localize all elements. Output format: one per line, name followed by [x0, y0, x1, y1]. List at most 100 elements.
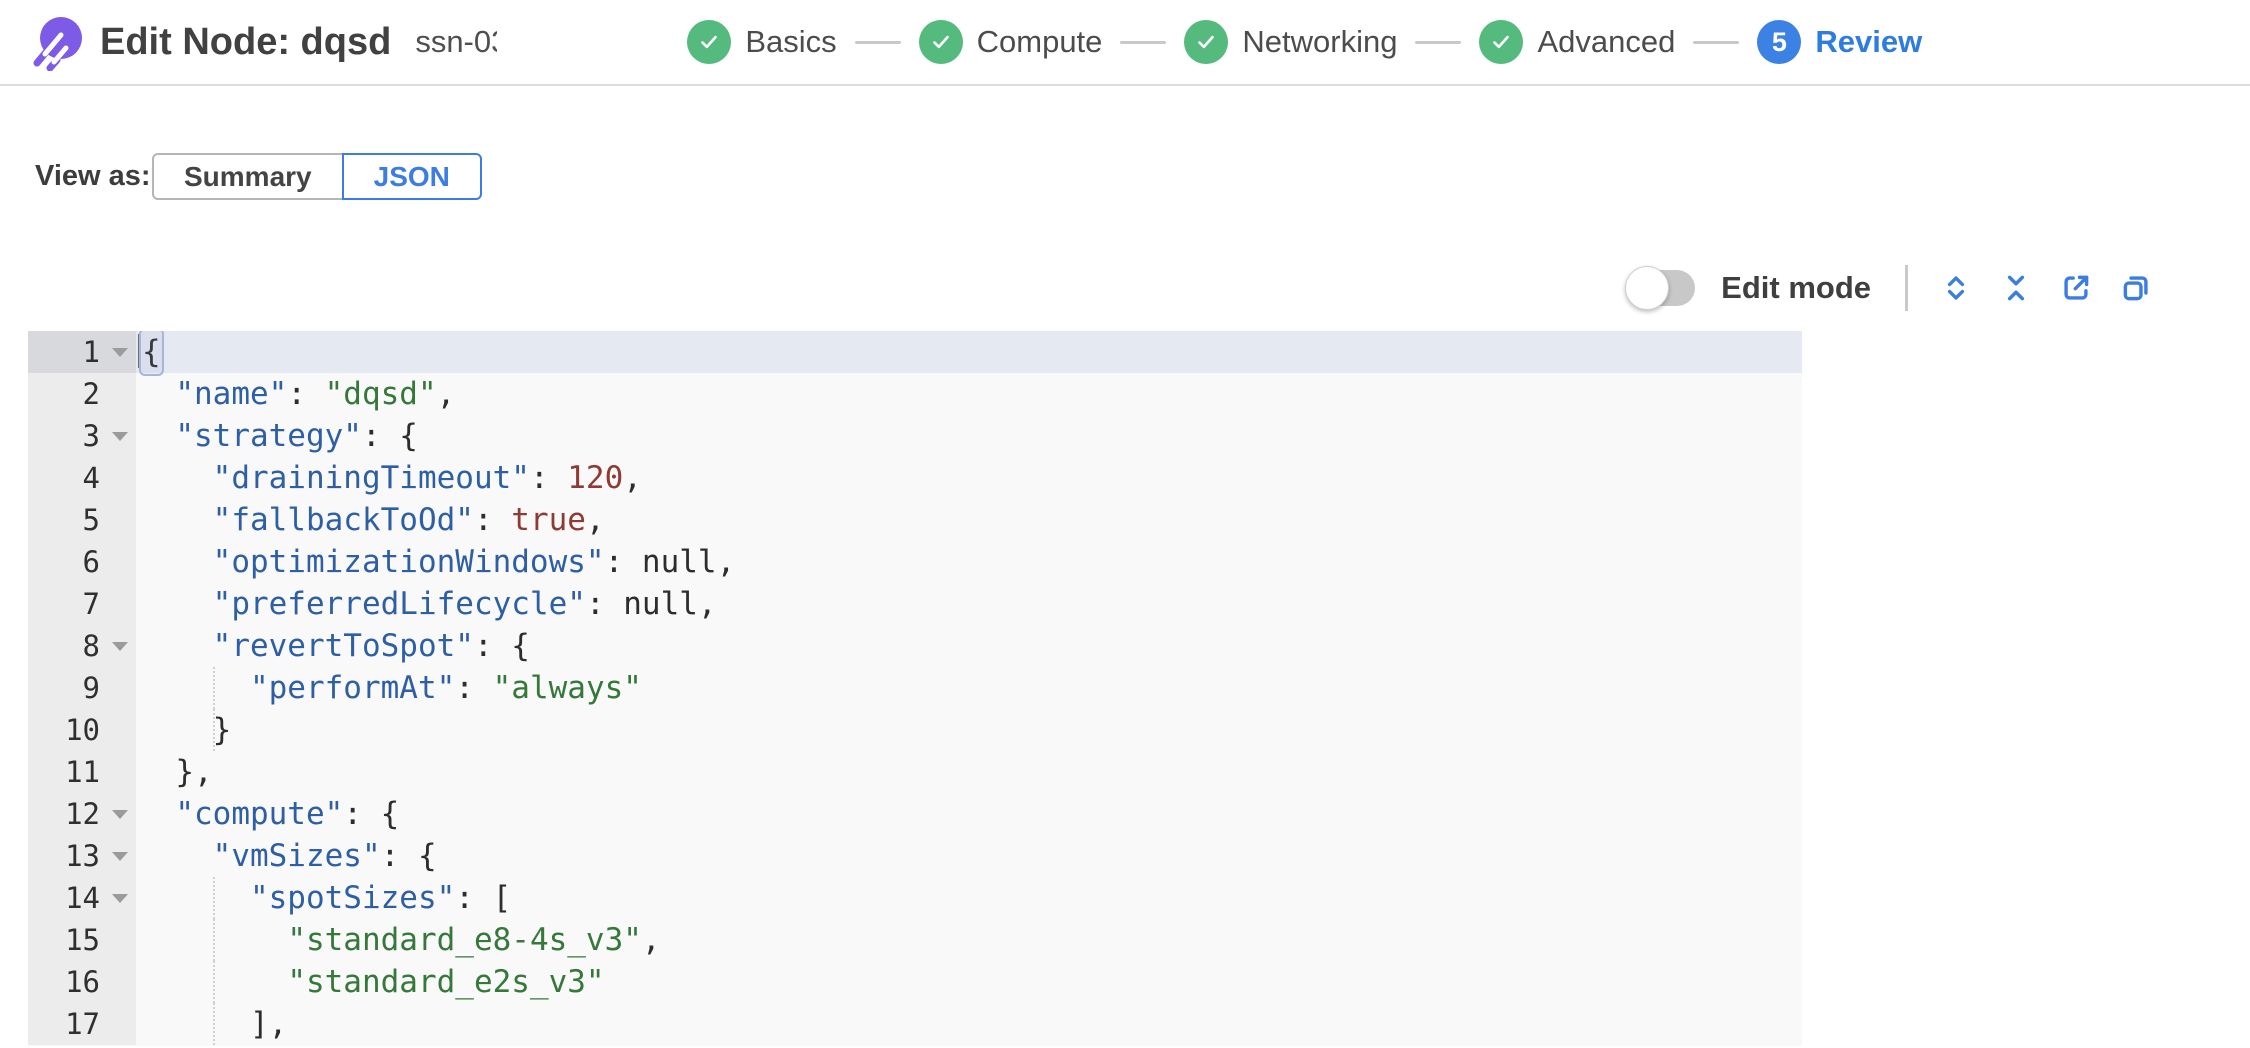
code-line: 9 "performAt": "always"	[28, 667, 1802, 709]
code-line: 13 "vmSizes": {	[28, 835, 1802, 877]
token-key: "fallbackToOd"	[212, 502, 474, 538]
indent-guide	[212, 1003, 215, 1045]
copy-button[interactable]	[2118, 270, 2154, 306]
code-line-text[interactable]: },	[136, 751, 1802, 793]
step-compute[interactable]: Compute	[918, 20, 1102, 64]
indent-guide	[212, 877, 215, 919]
line-number: 15	[28, 919, 136, 961]
token-key: "revertToSpot"	[212, 628, 474, 664]
code-line: 11 },	[28, 751, 1802, 793]
token-num: true	[511, 502, 586, 538]
token-plain: ,	[623, 460, 642, 496]
code-line-text[interactable]: "vmSizes": {	[136, 835, 1802, 877]
code-line: 5 "fallbackToOd": true,	[28, 499, 1802, 541]
app-logo-icon	[30, 13, 84, 72]
code-line: 12 "compute": {	[28, 793, 1802, 835]
step-advanced[interactable]: Advanced	[1479, 20, 1675, 64]
step-networking[interactable]: Networking	[1184, 20, 1397, 64]
line-number: 11	[28, 751, 136, 793]
editor-toolbar: Edit mode	[0, 265, 2250, 311]
fold-arrow-icon[interactable]	[112, 894, 128, 903]
code-line-text[interactable]: {	[136, 331, 1802, 376]
code-line: 6 "optimizationWindows": null,	[28, 541, 1802, 583]
expand-rows-icon	[1947, 276, 1965, 300]
view-as-label: View as:	[35, 160, 151, 192]
token-plain: },	[138, 754, 213, 790]
line-number: 2	[28, 373, 136, 415]
code-line-text[interactable]: "spotSizes": [	[136, 877, 1802, 919]
check-icon	[1493, 35, 1510, 49]
line-number: 10	[28, 709, 136, 751]
code-line: 8 "revertToSpot": {	[28, 625, 1802, 667]
fold-arrow-icon[interactable]	[112, 432, 128, 441]
code-line-text[interactable]: "compute": {	[136, 793, 1802, 835]
code-line-text[interactable]: ],	[136, 1003, 1802, 1045]
fold-arrow-icon[interactable]	[112, 642, 128, 651]
token-plain: ],	[138, 1006, 288, 1042]
token-plain	[138, 670, 250, 706]
token-plain: : null,	[585, 586, 717, 622]
token-plain: : {	[380, 838, 437, 874]
code-line-text[interactable]: "drainingTimeout": 120,	[136, 457, 1802, 499]
json-editor[interactable]: 1{2 "name": "dqsd",3 "strategy": {4 "dra…	[28, 331, 1802, 1046]
code-line-text[interactable]: "revertToSpot": {	[136, 625, 1802, 667]
token-key: "strategy"	[175, 418, 362, 454]
code-line-text[interactable]: "performAt": "always"	[136, 667, 1802, 709]
token-str: "standard_e8-4s_v3"	[287, 922, 642, 958]
export-icon	[2064, 275, 2089, 300]
toggle-knob[interactable]	[1625, 266, 1670, 310]
token-plain: }	[138, 712, 232, 748]
token-plain: :	[287, 376, 325, 412]
line-number: 5	[28, 499, 136, 541]
line-number: 6	[28, 541, 136, 583]
code-line-text[interactable]: "fallbackToOd": true,	[136, 499, 1802, 541]
summary-tab-button[interactable]: Summary	[152, 153, 344, 200]
fold-arrow-icon[interactable]	[112, 348, 128, 357]
step-check-badge	[687, 20, 732, 64]
expand-rows-button[interactable]	[1938, 270, 1974, 306]
step-connector	[1693, 40, 1740, 44]
code-line-text[interactable]: }	[136, 709, 1802, 751]
code-line-text[interactable]: "standard_e8-4s_v3",	[136, 919, 1802, 961]
step-connector	[854, 40, 901, 44]
step-label: Networking	[1242, 24, 1398, 59]
code-line: 2 "name": "dqsd",	[28, 373, 1802, 415]
collapse-rows-icon	[2007, 275, 2025, 301]
step-number-badge: 5	[1757, 20, 1802, 64]
token-plain	[138, 376, 175, 412]
copy-icon	[2123, 276, 2148, 301]
code-line: 17 ],	[28, 1003, 1802, 1045]
token-plain	[138, 418, 175, 454]
token-str: "standard_e2s_v3"	[287, 964, 605, 1000]
token-plain	[138, 586, 213, 622]
code-line-text[interactable]: "strategy": {	[136, 415, 1802, 457]
fold-arrow-icon[interactable]	[112, 852, 128, 861]
code-line-text[interactable]: "preferredLifecycle": null,	[136, 583, 1802, 625]
step-label: Basics	[745, 24, 837, 59]
token-plain: : [	[455, 880, 512, 916]
export-button[interactable]	[2058, 270, 2094, 306]
code-line-text[interactable]: "optimizationWindows": null,	[136, 541, 1802, 583]
code-line-text[interactable]: "name": "dqsd",	[136, 373, 1802, 415]
token-key: "name"	[175, 376, 288, 412]
header: Edit Node: dqsd ssn-038 Basics Compute Net…	[0, 0, 2250, 86]
collapse-rows-button[interactable]	[1998, 270, 2034, 306]
check-icon	[1198, 35, 1215, 49]
token-num: 120	[567, 460, 624, 496]
indent-guide	[212, 961, 215, 1003]
edit-mode-toggle[interactable]	[1625, 266, 1696, 310]
code-line-text[interactable]: "standard_e2s_v3"	[136, 961, 1802, 1003]
page-title: Edit Node: dqsd	[100, 20, 392, 63]
token-plain: ,	[641, 922, 661, 958]
json-tab-button[interactable]: JSON	[341, 153, 482, 200]
token-plain: :	[473, 502, 512, 538]
step-basics[interactable]: Basics	[687, 20, 837, 64]
node-id: ssn-038	[415, 24, 497, 59]
indent-guide	[212, 709, 215, 751]
token-plain: : {	[343, 796, 400, 832]
step-check-badge	[918, 20, 963, 64]
fold-arrow-icon[interactable]	[112, 810, 128, 819]
view-as-switcher: Summary JSON	[152, 153, 482, 200]
